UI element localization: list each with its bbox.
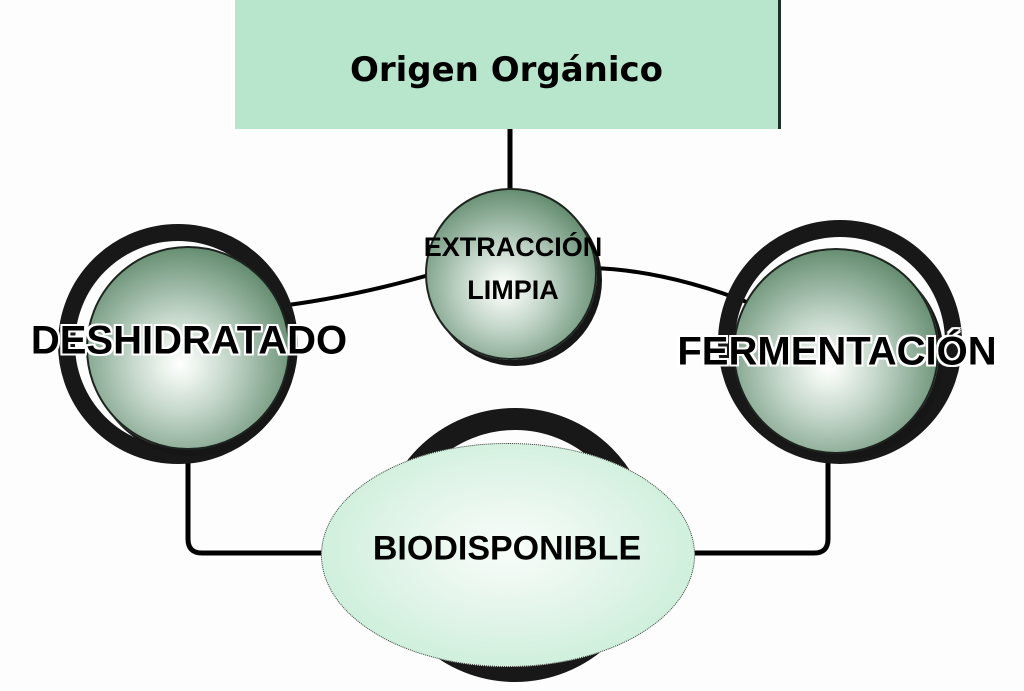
edge-extraction-dehydrated <box>271 271 437 309</box>
edge-fermentation-bioavailable <box>684 444 831 556</box>
extraction-label: EXTRACCIÓN LIMPIA <box>424 226 603 312</box>
extraction-node <box>425 188 597 360</box>
fermentation-label: FERMENTACIÓN <box>677 329 997 374</box>
edge-dehydrated-bioavailable <box>185 442 332 556</box>
fermentation-node <box>733 248 939 454</box>
extraction-label-line2: LIMPIA <box>467 275 559 305</box>
bioavailable-label: BIODISPONIBLE <box>372 529 642 568</box>
bioavailable-node <box>321 443 695 667</box>
extraction-label-line1: EXTRACCIÓN <box>423 232 603 262</box>
dehydrated-label: DESHIDRATADO <box>30 318 348 363</box>
origin-label: Origen Orgánico <box>349 49 664 90</box>
origin-node: Origen Orgánico <box>235 0 781 129</box>
dehydrated-node <box>86 246 290 450</box>
fermentation-ring <box>718 220 962 464</box>
